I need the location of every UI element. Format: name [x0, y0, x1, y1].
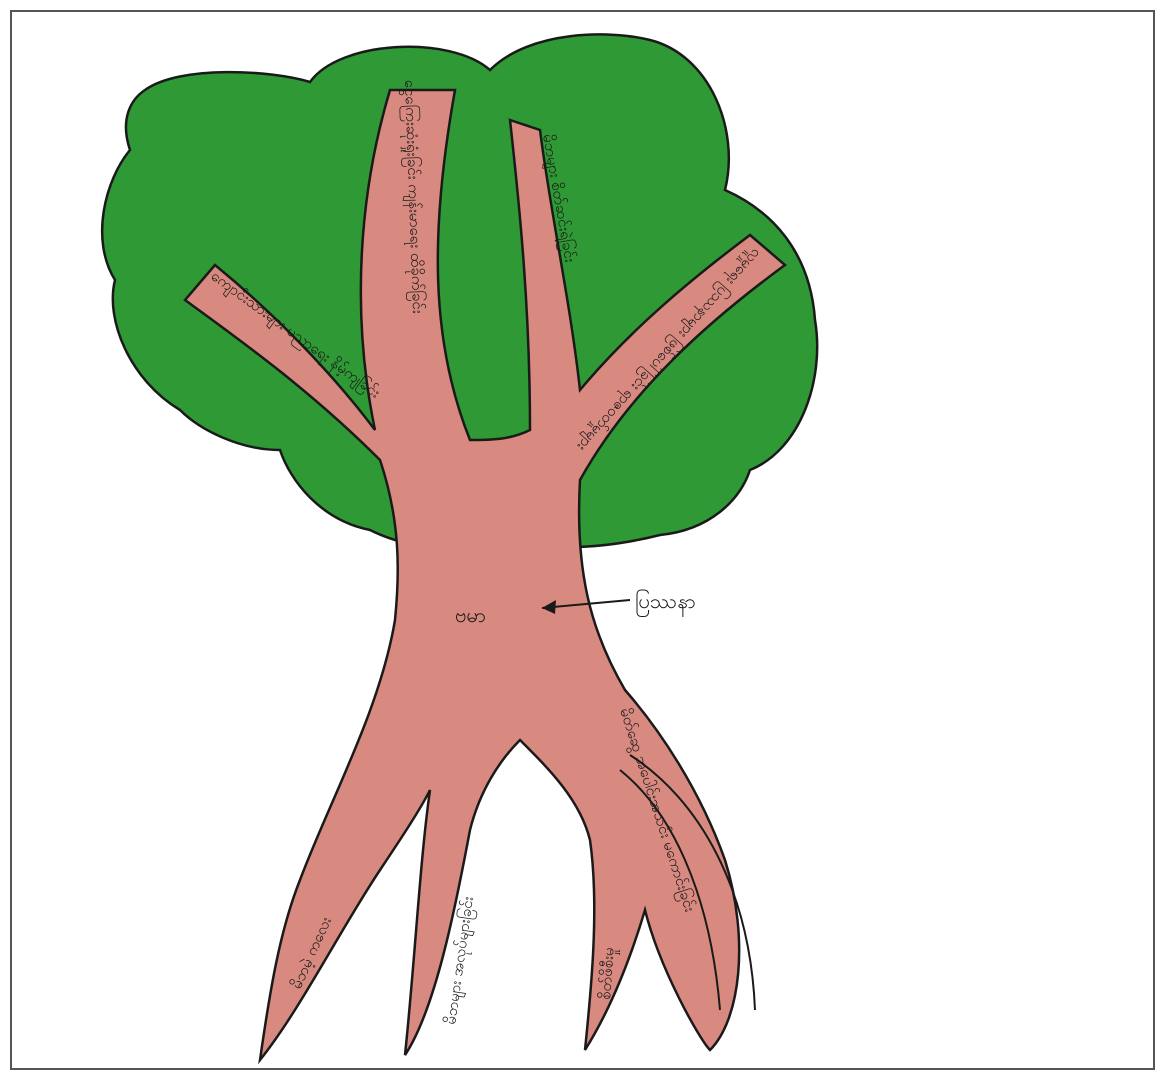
trunk-label: ဗမာ [455, 603, 486, 627]
tree-diagram: ဗမာ ပြဿနာ ကျောင်းသားများ ပညာရေး နိမ့်ကျခ… [10, 10, 1160, 1085]
arrow-label: ပြဿနာ [635, 589, 696, 617]
